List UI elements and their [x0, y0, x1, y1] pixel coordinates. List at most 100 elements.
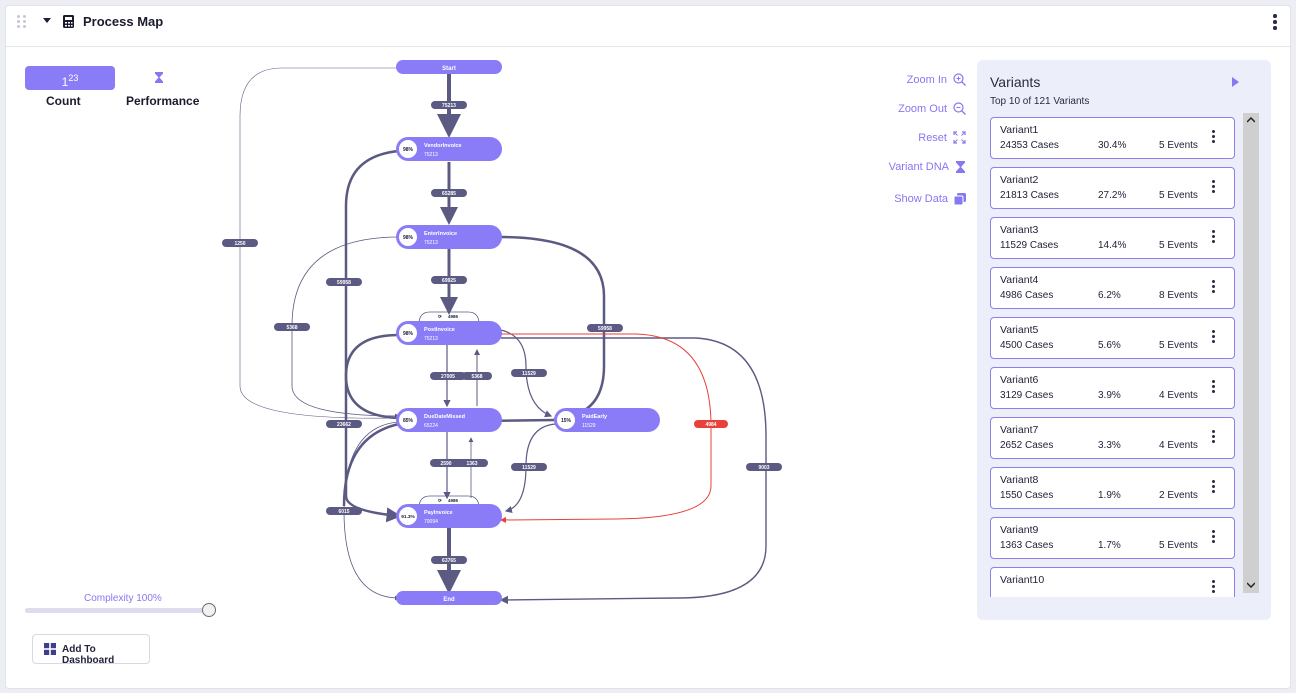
edge-label-red[interactable]: 4984 — [694, 420, 728, 428]
variant-menu-icon[interactable] — [1212, 180, 1216, 196]
node-pay[interactable]: 91.3% PayInvoice 70094 ⟳ 4986 — [396, 498, 502, 528]
complexity-slider-track[interactable] — [25, 608, 210, 613]
scroll-up-icon[interactable] — [1247, 117, 1255, 123]
variant-card[interactable]: Variant5 4500 Cases 5.6% 5 Events — [990, 317, 1235, 359]
edge-label-due-left[interactable]: 23662 — [326, 420, 362, 428]
node-vendor-pct: 98% — [403, 147, 414, 153]
edge-start-due[interactable] — [239, 67, 400, 420]
node-end[interactable]: End — [396, 591, 502, 605]
variant-events: 8 Events — [1159, 290, 1198, 301]
loop-post[interactable] — [418, 311, 480, 325]
variant-card[interactable]: Variant9 1363 Cases 1.7% 5 Events — [990, 517, 1235, 559]
collapse-caret-icon[interactable] — [43, 18, 51, 23]
variant-card[interactable]: Variant7 2652 Cases 3.3% 4 Events — [990, 417, 1235, 459]
edge-label-post-paid[interactable]: 11529 — [511, 369, 547, 377]
edge-label-text: 9003 — [758, 465, 769, 471]
edge-label-enter-post[interactable]: 69925 — [431, 276, 467, 284]
variant-pct: 5.6% — [1098, 340, 1121, 351]
variant-list[interactable]: Variant1 24353 Cases 30.4% 5 Events Vari… — [990, 117, 1236, 597]
edge-due-pay-left[interactable] — [342, 422, 400, 507]
add-to-dashboard-button[interactable]: Add To Dashboard — [32, 634, 150, 666]
variant-cases: 2652 Cases — [1000, 440, 1054, 451]
variants-title: Variants — [990, 74, 1041, 90]
variant-menu-icon[interactable] — [1212, 330, 1216, 346]
variant-events: 2 Events — [1159, 490, 1198, 501]
edge-label-enter-due[interactable]: 5368 — [274, 323, 310, 331]
card-menu-icon[interactable] — [1273, 14, 1277, 30]
edge-label-text: 69925 — [442, 278, 456, 284]
variant-menu-icon[interactable] — [1212, 380, 1216, 396]
variant-name: Variant3 — [1000, 224, 1039, 236]
variant-card[interactable]: Variant10 — [990, 567, 1235, 597]
edge-label-start-vendor[interactable]: 75213 — [431, 101, 467, 109]
edge-label-paid-pay[interactable]: 11529 — [511, 463, 547, 471]
show-data-button[interactable]: Show Data — [894, 193, 966, 205]
node-due-count: 65224 — [424, 423, 438, 429]
variant-events: 5 Events — [1159, 240, 1198, 251]
calculator-icon — [63, 15, 74, 28]
variant-menu-icon[interactable] — [1212, 430, 1216, 446]
add-to-dashboard-label: Add To Dashboard — [62, 644, 115, 666]
edge-label-pay-due[interactable]: 1363 — [456, 459, 488, 467]
node-post[interactable]: 98% PostInvoice 75213 ⟳ 4986 — [396, 314, 502, 345]
edge-label-vendor-enter[interactable]: 65285 — [431, 189, 467, 197]
node-paid-early[interactable]: 15% PaidEarly 11529 — [554, 408, 660, 432]
variant-pct: 1.7% — [1098, 540, 1121, 551]
edge-label-pay-left[interactable]: 6015 — [326, 507, 362, 515]
edge-label-text: 4984 — [705, 422, 716, 428]
edge-label-due-pay[interactable]: 2590 — [430, 459, 462, 467]
variant-menu-icon[interactable] — [1212, 530, 1216, 546]
variant-card[interactable]: Variant1 24353 Cases 30.4% 5 Events — [990, 117, 1235, 159]
variant-menu-icon[interactable] — [1212, 280, 1216, 296]
edge-label-post-due[interactable]: 27005 — [430, 372, 466, 380]
variant-card[interactable]: Variant3 11529 Cases 14.4% 5 Events — [990, 217, 1235, 259]
play-icon[interactable] — [1232, 77, 1239, 87]
variant-card[interactable]: Variant6 3129 Cases 3.9% 4 Events — [990, 367, 1235, 409]
zoom-out-label: Zoom Out — [898, 102, 947, 115]
drag-handle-icon[interactable] — [17, 15, 27, 29]
variant-card[interactable]: Variant4 4986 Cases 6.2% 8 Events — [990, 267, 1235, 309]
edge-label-due-post[interactable]: 5368 — [462, 372, 492, 380]
node-due[interactable]: 85% DueDateMissed 65224 — [396, 408, 502, 432]
edge-label-vendor-pay[interactable]: 59958 — [326, 278, 362, 286]
variant-menu-icon[interactable] — [1212, 480, 1216, 496]
edge-label-text: 65285 — [442, 191, 456, 197]
variant-card[interactable]: Variant2 21813 Cases 27.2% 5 Events — [990, 167, 1235, 209]
variant-dna-button[interactable]: Variant DNA — [889, 161, 966, 173]
variant-name: Variant1 — [1000, 124, 1039, 136]
node-start[interactable]: Start — [396, 60, 502, 74]
zoom-out-button[interactable]: Zoom Out — [898, 102, 966, 115]
data-icon — [954, 193, 966, 205]
count-label[interactable]: Count — [46, 94, 81, 108]
reset-button[interactable]: Reset — [918, 131, 966, 144]
variant-menu-icon[interactable] — [1212, 230, 1216, 246]
edge-post-end[interactable] — [499, 337, 767, 605]
zoom-in-button[interactable]: Zoom In — [907, 73, 966, 86]
node-post-count: 75213 — [424, 336, 438, 342]
node-post-loop-count: 4986 — [448, 314, 459, 319]
performance-label[interactable]: Performance — [126, 94, 200, 108]
node-enter[interactable]: 98% EnterInvoice 75213 — [396, 225, 502, 249]
variant-menu-icon[interactable] — [1212, 130, 1216, 146]
edge-post-due-left[interactable] — [344, 333, 400, 420]
zoom-in-icon — [953, 73, 966, 86]
node-paid-name: PaidEarly — [582, 414, 608, 420]
edge-label-text: 5368 — [286, 325, 297, 331]
variant-scrollbar[interactable] — [1243, 113, 1259, 593]
count-toggle-button[interactable]: 123 — [25, 66, 115, 90]
loop-pay[interactable] — [418, 495, 480, 509]
complexity-slider-thumb[interactable] — [202, 603, 216, 617]
process-map-canvas[interactable]: Start 98% VendorInvoice 75213 98% EnterI… — [6, 6, 806, 626]
node-vendor[interactable]: 98% VendorInvoice 75213 — [396, 137, 502, 161]
scroll-down-icon[interactable] — [1247, 582, 1255, 588]
edge-label-paid-enter[interactable]: 59958 — [587, 324, 623, 332]
variant-card[interactable]: Variant8 1550 Cases 1.9% 2 Events — [990, 467, 1235, 509]
edge-vendor-pay[interactable] — [344, 149, 402, 523]
edge-label-pay-end[interactable]: 63765 — [431, 556, 467, 564]
edge-label-start-due[interactable]: 1250 — [222, 239, 258, 247]
variant-menu-icon[interactable] — [1212, 580, 1216, 596]
edge-label-text: 11529 — [522, 465, 536, 471]
edge-label-right-loop[interactable]: 9003 — [746, 463, 782, 471]
hourglass-icon[interactable] — [154, 72, 164, 83]
edge-post-paid[interactable] — [500, 329, 553, 418]
